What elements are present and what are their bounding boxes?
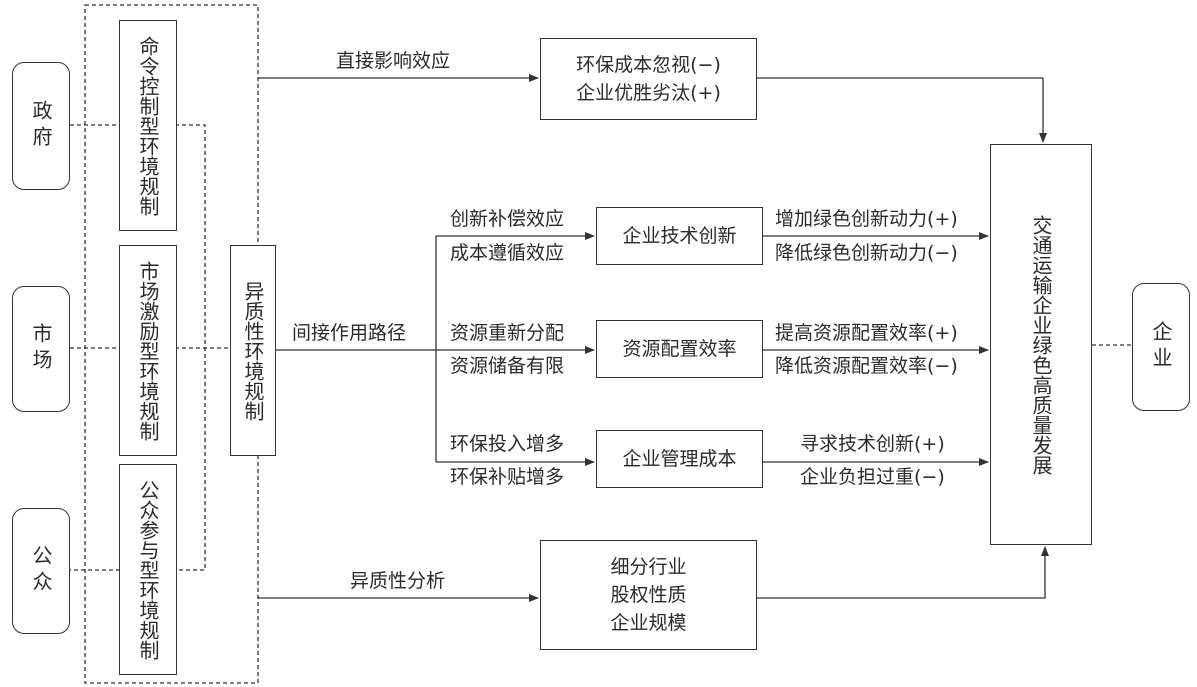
regulation-market-incentive-label: 市场激励型环境规制 — [136, 260, 160, 441]
direct-effect-box: 环保成本忽视(−) 企业优胜劣汰(+) — [540, 38, 757, 120]
mediator-tech-innovation-label: 企业技术创新 — [622, 225, 737, 247]
branch3-cause: 环保补贴增多 — [450, 466, 565, 488]
actor-market: 市场 — [12, 286, 70, 412]
direct-effect-item: 企业优胜劣汰(+) — [576, 82, 721, 104]
branch1-outcome: 降低绿色创新动力(−) — [775, 242, 958, 264]
hetero-to-target — [757, 546, 1049, 599]
actor-public-label: 公众 — [29, 545, 53, 597]
branch3-outcome: 企业负担过重(−) — [800, 466, 945, 488]
target-box: 交通运输企业绿色高质量发展 — [990, 144, 1092, 545]
mediator-resource-allocation: 资源配置效率 — [596, 320, 763, 378]
heterogeneous-regulation-label: 异质性环境规制 — [241, 280, 265, 421]
regulation-market-incentive: 市场激励型环境规制 — [119, 245, 177, 456]
regulation-public-participation: 公众参与型环境规制 — [119, 464, 177, 675]
hetero-item: 细分行业 — [610, 556, 687, 578]
target-label: 交通运输企业绿色高质量发展 — [1029, 214, 1053, 475]
mediator-management-cost: 企业管理成本 — [596, 430, 763, 488]
branch2-cause: 资源重新分配 — [450, 322, 565, 344]
regulation-command-control: 命令控制型环境规制 — [119, 20, 177, 231]
direct-effect-item: 环保成本忽视(−) — [576, 54, 721, 76]
branch3-cause: 环保投入增多 — [450, 433, 565, 455]
actor-public: 公众 — [12, 508, 70, 634]
mediator-resource-allocation-label: 资源配置效率 — [622, 338, 737, 360]
hetero-analysis-label: 异质性分析 — [350, 570, 446, 592]
regulation-public-participation-label: 公众参与型环境规制 — [136, 479, 160, 660]
mediator-tech-innovation: 企业技术创新 — [596, 207, 763, 265]
branch1-outcome: 增加绿色创新动力(+) — [775, 208, 958, 230]
hetero-item: 股权性质 — [610, 584, 687, 606]
branch1-cause: 成本遵循效应 — [450, 242, 565, 264]
firm-box: 企业 — [1132, 283, 1190, 411]
hetero-item: 企业规模 — [610, 612, 687, 634]
branch3-outcome: 寻求技术创新(+) — [800, 433, 945, 455]
regulation-command-control-label: 命令控制型环境规制 — [136, 35, 160, 216]
hetero-analysis-box: 细分行业 股权性质 企业规模 — [540, 540, 757, 650]
actor-market-label: 市场 — [29, 323, 53, 375]
indirect-path-label: 间接作用路径 — [292, 322, 407, 344]
branch2-outcome: 降低资源配置效率(−) — [775, 355, 958, 377]
actor-government: 政府 — [12, 62, 70, 190]
heterogeneous-regulation-box: 异质性环境规制 — [230, 245, 276, 456]
mediator-management-cost-label: 企业管理成本 — [622, 448, 737, 470]
firm-label: 企业 — [1149, 321, 1173, 373]
branch2-cause: 资源储备有限 — [450, 355, 565, 377]
branch1-cause: 创新补偿效应 — [450, 208, 565, 230]
branch2-outcome: 提高资源配置效率(+) — [775, 322, 958, 344]
direct-effect-label: 直接影响效应 — [336, 50, 451, 72]
direct-to-target — [757, 77, 1047, 143]
actor-government-label: 政府 — [29, 100, 53, 152]
